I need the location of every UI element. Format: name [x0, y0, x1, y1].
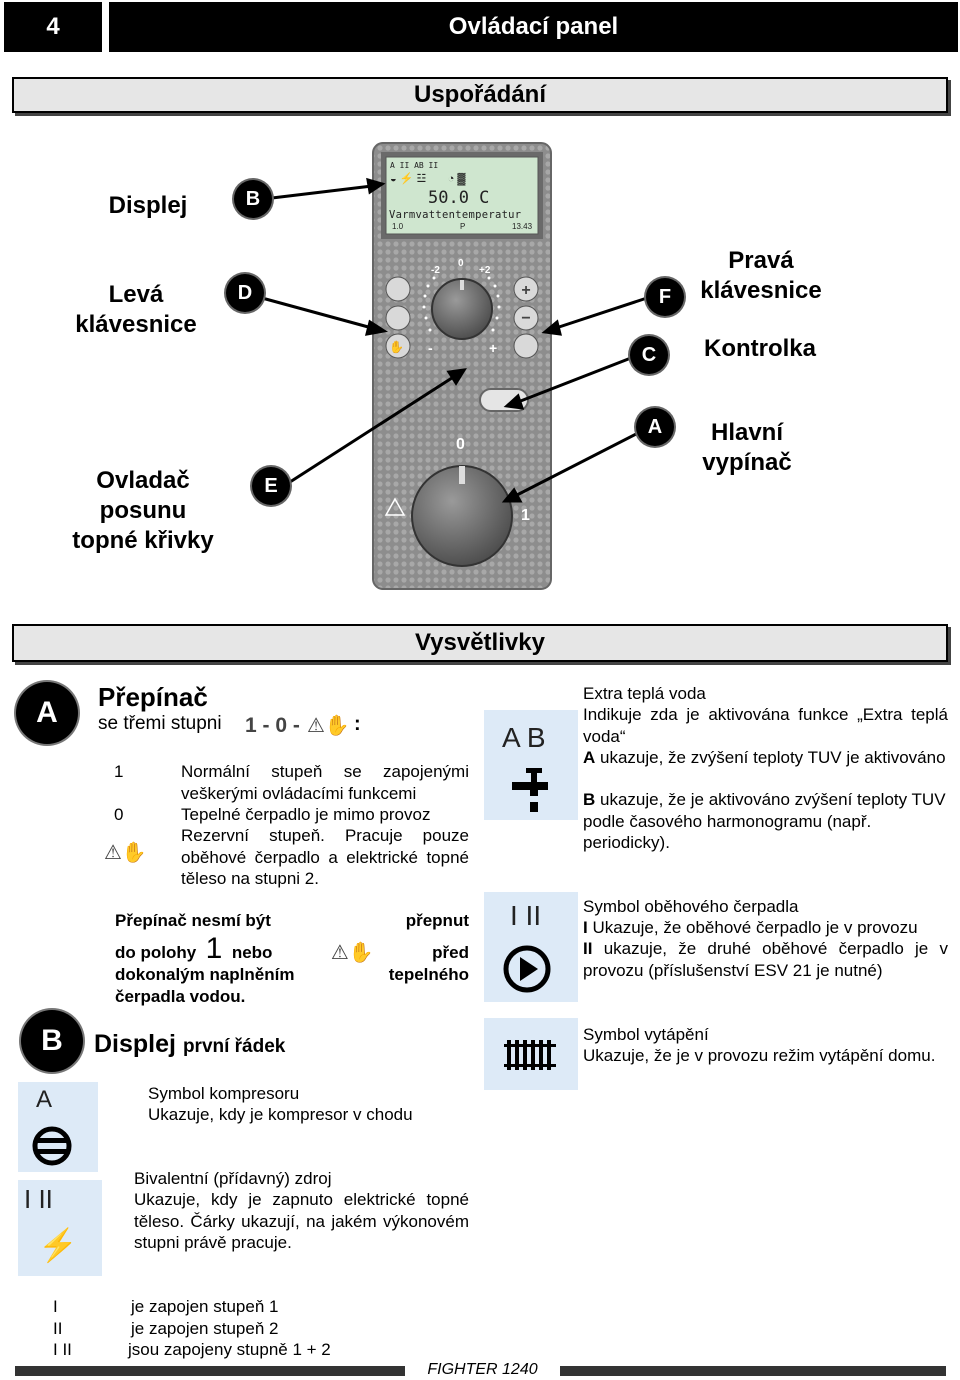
- section-legend-title: Vysvětlivky: [12, 624, 948, 662]
- warning-hand-icon: ⚠✋: [307, 715, 350, 737]
- warning-hand-icon-2: ⚠✋: [330, 942, 374, 964]
- switch-colon: :: [354, 713, 361, 735]
- display-section-title: Displej první řádek: [94, 1030, 286, 1058]
- lcd-bottom-mid: P: [460, 222, 466, 231]
- pump-icon: [503, 945, 551, 993]
- pump-title: Symbol oběhového čerpadla: [583, 897, 799, 916]
- hot-water-line1: Indikuje zda je aktivována funkce „Extra…: [583, 705, 948, 746]
- switch-item0-text: Tepelné čerpadlo je mimo provoz: [181, 805, 431, 824]
- marker-f: F: [646, 278, 684, 316]
- knob-scale-minus: -: [428, 340, 433, 356]
- main-switch-scale-one: 1: [521, 507, 530, 524]
- compressor-icon-box: A: [18, 1082, 98, 1172]
- stage-12-key: I II: [53, 1340, 72, 1359]
- label-displej: Displej: [108, 192, 188, 219]
- stage-2-key: II: [53, 1319, 63, 1338]
- switch-title: Přepínač: [98, 682, 208, 712]
- label-kontrolka: Kontrolka: [703, 335, 816, 362]
- knob-scale-plus2: +2: [479, 265, 491, 276]
- pump-ii: II ukazuje, že druhé oběhové čerpadlo je…: [583, 939, 948, 980]
- switch-reserve-text: Rezervní stupeň. Pracuje pouze oběhové č…: [181, 826, 469, 888]
- switch-item0-key: 0: [114, 805, 124, 824]
- switch-subtitle: se třemi stupni: [98, 713, 222, 734]
- footer-bar-right: [560, 1366, 946, 1376]
- switch-item1-text: Normální stupeň se zapojenými veškerými …: [181, 762, 469, 803]
- reserve-warning-icon: ⚠✋: [104, 842, 147, 864]
- svg-text:+: +: [521, 282, 530, 299]
- page-number: 4: [4, 2, 102, 52]
- bivalent-title: Bivalentní (přídavný) zdroj: [134, 1169, 332, 1188]
- footer-model: FIGHTER 1240: [427, 1361, 538, 1378]
- lcd-temperature: 50.0 C: [428, 188, 490, 208]
- knob-scale-plus: +: [489, 340, 498, 356]
- switch-positions: 1 - 0 -: [245, 714, 300, 737]
- stage-1-text: je zapojen stupeň 1: [131, 1297, 279, 1316]
- bivalent-icon-letters: I II: [24, 1184, 53, 1214]
- main-switch-scale-zero: 0: [456, 436, 465, 453]
- tap-icon: [512, 768, 548, 812]
- marker-c: C: [630, 336, 668, 374]
- compressor-title: Symbol kompresoru: [148, 1084, 300, 1103]
- knob-scale-zero: 0: [458, 258, 464, 269]
- pump-icon-box: I II: [484, 892, 578, 1002]
- lcd-text: Varmvattentemperatur: [389, 209, 522, 221]
- hot-water-a: A ukazuje, že zvýšení teploty TUV je akt…: [583, 748, 946, 767]
- page-title: Ovládací panel: [109, 2, 958, 52]
- stage-2-text: je zapojen stupeň 2: [131, 1319, 279, 1338]
- marker-a: A: [636, 408, 674, 446]
- footer-bar-left: [15, 1366, 405, 1376]
- compressor-icon: [32, 1126, 72, 1166]
- marker-e: E: [252, 467, 290, 505]
- svg-text:−: −: [521, 310, 530, 327]
- heating-icon-box: [484, 1018, 578, 1090]
- stage-1-key: I: [53, 1297, 58, 1316]
- control-panel-diagram: + −: [261, 142, 651, 590]
- marker-d: D: [226, 274, 264, 312]
- heating-title: Symbol vytápění: [583, 1025, 709, 1044]
- compressor-text: Ukazuje, kdy je kompresor v chodu: [148, 1105, 413, 1124]
- hand-icon: ✋: [389, 340, 404, 354]
- knob-scale-minus2: -2: [431, 265, 440, 276]
- hot-water-title: Extra teplá voda: [583, 684, 706, 703]
- heating-text: Ukazuje, že je v provozu režim vytápění …: [583, 1046, 936, 1065]
- lcd-bottom-left: 1.0: [392, 222, 404, 231]
- bivalent-icon-box: I II ⚡: [18, 1180, 102, 1276]
- pump-icon-letters: I II: [510, 900, 542, 931]
- lcd-top-labels: A II AB II: [390, 161, 439, 170]
- lcd-bottom-time: 13.43: [512, 222, 533, 231]
- hot-water-b: B ukazuje, že je aktivováno zvýšení tepl…: [583, 790, 946, 852]
- marker-b: B: [234, 180, 272, 218]
- stage-12-text: jsou zapojeny stupně 1 + 2: [128, 1340, 331, 1359]
- pump-i: I Ukazuje, že oběhové čerpadlo je v prov…: [583, 918, 918, 937]
- hot-water-icon-box: A B: [484, 710, 578, 820]
- hot-water-icon-letters: A B: [502, 722, 546, 753]
- radiator-icon: [504, 1040, 556, 1070]
- legend-marker-a: A: [16, 682, 78, 744]
- section-layout-title: Uspořádání: [12, 77, 948, 113]
- lcd-icon-row: ◒ ⚡ ☳ ◔ ▓: [390, 173, 466, 185]
- lightning-icon: ⚡: [38, 1227, 78, 1263]
- legend-marker-b: B: [21, 1010, 83, 1072]
- compressor-icon-letter: A: [36, 1086, 53, 1113]
- switch-item1-key: 1: [114, 762, 124, 781]
- bivalent-text: Ukazuje, kdy je zapnuto elektrické topné…: [134, 1190, 469, 1252]
